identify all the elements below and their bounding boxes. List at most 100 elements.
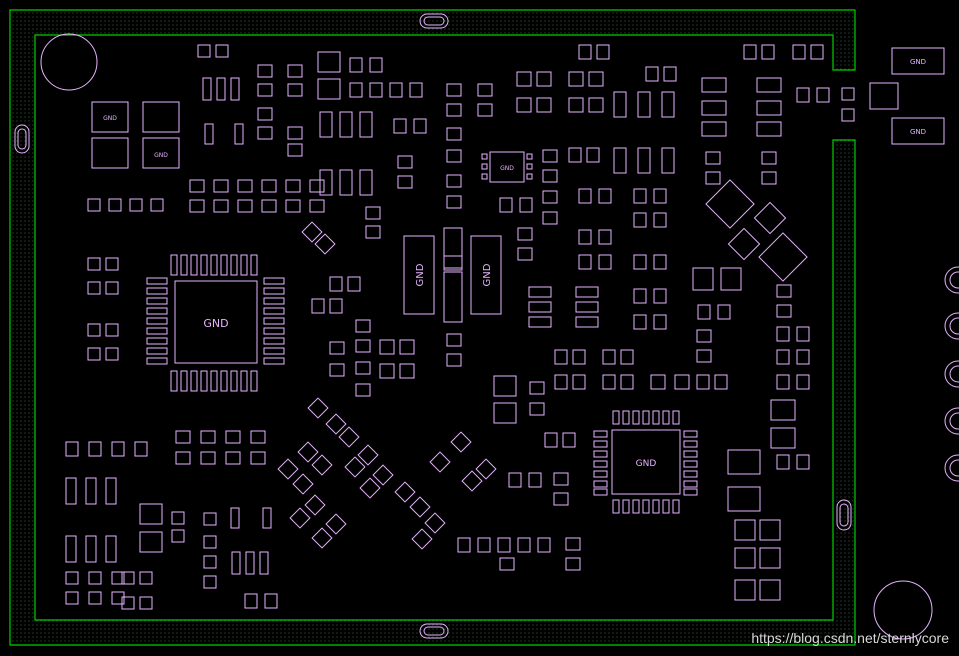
pad bbox=[88, 591, 102, 605]
pad bbox=[446, 333, 462, 347]
pad bbox=[250, 430, 266, 444]
pad bbox=[257, 107, 273, 121]
pad bbox=[355, 339, 371, 353]
pad bbox=[446, 103, 462, 117]
small-ic: GND bbox=[481, 151, 533, 183]
pad bbox=[213, 199, 229, 213]
pad bbox=[568, 147, 582, 163]
rotated-pad bbox=[325, 413, 347, 435]
pad bbox=[568, 71, 584, 87]
watermark-text: https://blog.csdn.net/sternlycore bbox=[751, 630, 949, 646]
pad bbox=[650, 374, 666, 390]
pad bbox=[65, 441, 79, 457]
pad bbox=[87, 281, 101, 295]
pad bbox=[87, 347, 101, 361]
pad bbox=[111, 591, 125, 605]
pad bbox=[602, 349, 616, 365]
top-left-a-label: GND bbox=[103, 115, 117, 122]
rotated-pad bbox=[289, 507, 311, 529]
rotated-pad bbox=[461, 470, 483, 492]
pad bbox=[203, 512, 217, 526]
pad bbox=[200, 430, 216, 444]
pad bbox=[696, 374, 710, 390]
pad bbox=[572, 374, 586, 390]
pad bbox=[598, 188, 612, 204]
rotated-pad bbox=[727, 227, 761, 261]
pad bbox=[578, 44, 592, 60]
pad bbox=[105, 535, 117, 563]
pad bbox=[633, 188, 647, 204]
rotated-pad bbox=[344, 456, 366, 478]
pad bbox=[339, 169, 353, 196]
pad bbox=[85, 535, 97, 563]
pad bbox=[237, 179, 253, 193]
pad bbox=[171, 529, 185, 543]
pad bbox=[87, 257, 101, 271]
pad bbox=[796, 326, 810, 342]
pad bbox=[393, 118, 407, 134]
pad bbox=[88, 441, 102, 457]
pad bbox=[602, 374, 616, 390]
right-ic-label: GND bbox=[636, 459, 657, 469]
board-border-band bbox=[9, 9, 856, 646]
pad bbox=[776, 374, 790, 390]
pad bbox=[536, 71, 552, 87]
pad bbox=[542, 211, 558, 225]
pad bbox=[285, 179, 301, 193]
pad bbox=[139, 531, 163, 553]
pad bbox=[139, 596, 153, 610]
pad bbox=[203, 575, 217, 589]
pad bbox=[613, 91, 627, 118]
pad bbox=[537, 537, 551, 553]
pad bbox=[553, 492, 569, 506]
pad bbox=[761, 151, 777, 165]
mounting-hole-top-left bbox=[40, 33, 98, 91]
pad bbox=[477, 103, 493, 117]
pad bbox=[796, 374, 810, 390]
pad bbox=[653, 212, 667, 228]
pad bbox=[200, 451, 216, 465]
pad bbox=[317, 78, 341, 100]
pad bbox=[743, 44, 757, 60]
pad bbox=[399, 339, 415, 355]
pad bbox=[261, 199, 277, 213]
pad bbox=[349, 57, 363, 73]
pad bbox=[216, 77, 226, 101]
pad bbox=[536, 97, 552, 113]
mid-right-strip-label: GND bbox=[482, 263, 493, 286]
pad bbox=[105, 281, 119, 295]
pad bbox=[446, 195, 462, 209]
pad bbox=[365, 206, 381, 220]
pad bbox=[588, 97, 604, 113]
pad bbox=[245, 551, 255, 575]
pad bbox=[720, 267, 742, 291]
connector-top-label: GND bbox=[910, 58, 926, 66]
pad bbox=[261, 179, 277, 193]
pad bbox=[554, 349, 568, 365]
rotated-pad bbox=[325, 513, 347, 535]
pad bbox=[705, 151, 721, 165]
pad bbox=[633, 254, 647, 270]
pad bbox=[653, 188, 667, 204]
pad bbox=[697, 304, 711, 320]
pad bbox=[204, 123, 214, 145]
pad bbox=[714, 374, 728, 390]
pad bbox=[111, 571, 125, 585]
pad bbox=[734, 547, 756, 569]
passive-pads bbox=[65, 44, 855, 610]
pad bbox=[65, 477, 77, 505]
pad bbox=[528, 286, 552, 298]
pad bbox=[171, 511, 185, 525]
rotated-pad bbox=[424, 512, 446, 534]
rotated-pad bbox=[338, 426, 360, 448]
pad bbox=[756, 100, 782, 116]
pad bbox=[727, 449, 761, 475]
pad bbox=[578, 229, 592, 245]
pad bbox=[65, 591, 79, 605]
rotated-pads bbox=[277, 179, 808, 550]
pad bbox=[105, 257, 119, 271]
pad bbox=[528, 301, 552, 313]
right-connector-pads: GND GND bbox=[869, 47, 959, 482]
pad bbox=[692, 267, 714, 291]
pad bbox=[770, 427, 796, 449]
